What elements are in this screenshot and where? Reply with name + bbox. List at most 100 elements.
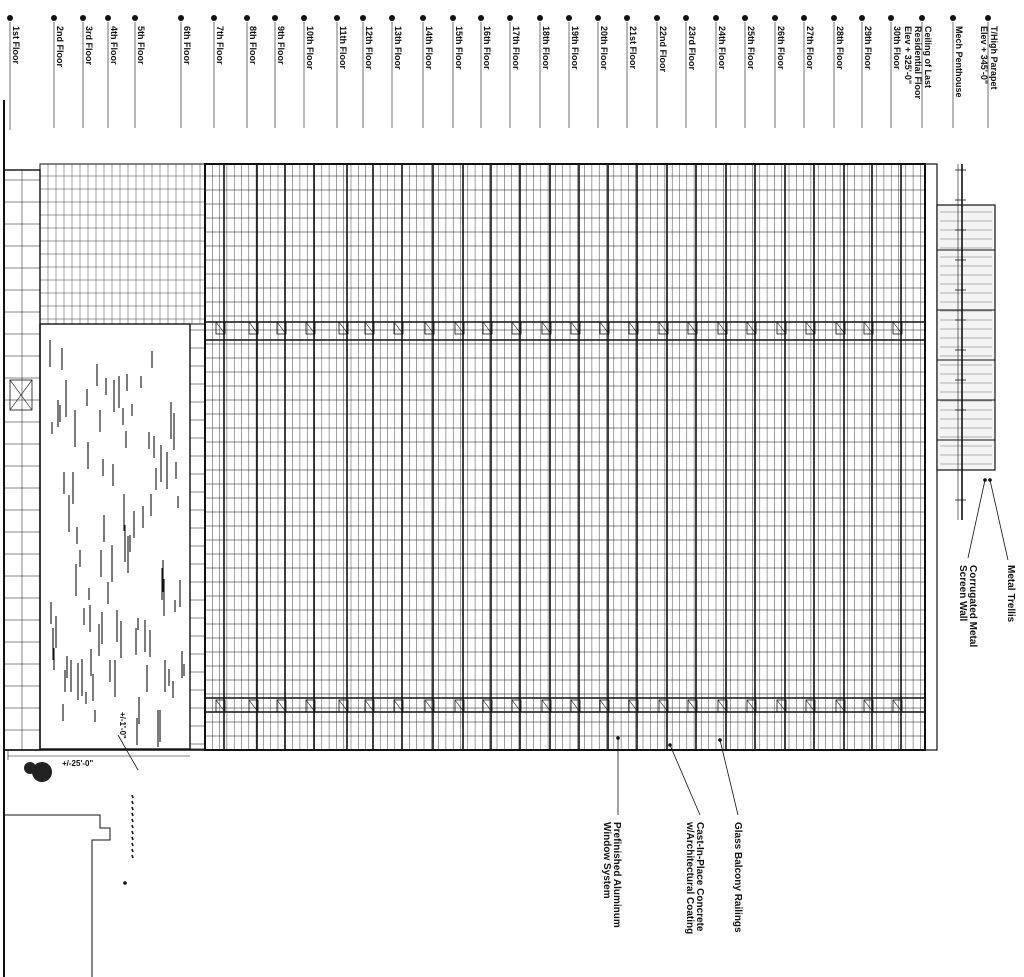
railing-hatch <box>892 699 903 713</box>
podium-facade <box>3 163 206 751</box>
railing-hatch <box>393 321 404 335</box>
level-label: 4th Floor <box>109 26 119 65</box>
balcony-railing <box>746 699 757 713</box>
railing-hatch <box>276 321 287 335</box>
callout-leader <box>967 479 986 559</box>
level-marker-dot <box>105 15 111 21</box>
balcony-railing <box>776 699 787 713</box>
ground-line <box>3 100 206 977</box>
level-label: 19th Floor <box>570 26 580 70</box>
railing-hatch <box>599 321 610 335</box>
level-label-text: 10th Floor <box>305 26 315 70</box>
level-label: 12th Floor <box>364 26 374 70</box>
level-label-text: 7th Floor <box>215 26 225 65</box>
level-marker-dot <box>244 15 250 21</box>
balcony-railing <box>746 321 757 335</box>
level-label: 27th Floor <box>805 26 815 70</box>
level-label-text: 8th Floor <box>248 26 258 65</box>
balcony-railing <box>805 321 816 335</box>
level-label: 7th Floor <box>215 26 225 65</box>
shrub-mark <box>131 842 134 847</box>
railing-hatch <box>892 321 903 335</box>
railing-hatch <box>717 699 728 713</box>
callout-balcony: Glass Balcony Railings <box>732 822 743 933</box>
level-marker-dot <box>178 15 184 21</box>
tree-symbol <box>24 762 36 774</box>
level-label-text: Residential Floor <box>913 26 923 100</box>
railing-hatch <box>776 699 787 713</box>
railing-hatch <box>805 699 816 713</box>
level-label: Mech Penthouse <box>954 26 964 98</box>
railing-hatch <box>248 321 259 335</box>
level-label-text: 27th Floor <box>805 26 815 70</box>
level-label: 17th Floor <box>511 26 521 70</box>
railing-hatch <box>482 321 493 335</box>
level-label-text: 23rd Floor <box>687 26 697 71</box>
shrub-mark <box>131 812 134 817</box>
level-label: 22nd Floor <box>658 26 668 72</box>
shrub-mark <box>131 824 134 829</box>
railing-hatch <box>364 699 375 713</box>
level-marker-dot <box>7 15 13 21</box>
railing-hatch <box>248 699 259 713</box>
railing-hatch <box>570 321 581 335</box>
level-marker-dot <box>334 15 340 21</box>
balcony-railing <box>424 321 435 335</box>
level-label-text: T/High Parapet <box>989 26 999 90</box>
tower-facade <box>204 163 926 751</box>
callout-arrowhead <box>718 738 722 742</box>
level-label-text: 28th Floor <box>835 26 845 70</box>
railing-hatch <box>305 699 316 713</box>
balcony-railing <box>892 321 903 335</box>
dimensions: +/-25'-0"+/-1'-0" <box>7 712 190 771</box>
balcony-railing <box>628 699 639 713</box>
level-label-text: 9th Floor <box>276 26 286 65</box>
balcony-railing <box>482 321 493 335</box>
shrub-mark <box>131 806 134 811</box>
level-label-text: 3rd Floor <box>84 26 94 65</box>
callout-trellis: Metal Trellis <box>1005 565 1016 623</box>
railing-hatch <box>570 699 581 713</box>
railing-hatch <box>658 699 669 713</box>
balcony-railing <box>541 321 552 335</box>
balcony-railing <box>305 699 316 713</box>
level-label: 2nd Floor <box>55 26 65 67</box>
railing-hatch <box>276 699 287 713</box>
level-marker-dot <box>507 15 513 21</box>
balcony-railing <box>454 699 465 713</box>
balcony-railing <box>658 699 669 713</box>
podium-grid-zone <box>39 163 206 325</box>
railing-hatch <box>511 699 522 713</box>
level-label: 1st Floor <box>11 26 21 65</box>
level-label: 14th Floor <box>424 26 434 70</box>
roof-parapet <box>924 163 938 751</box>
site-wall <box>4 814 111 977</box>
balcony-railing <box>835 321 846 335</box>
level-marker-dot <box>831 15 837 21</box>
callout-arrowhead <box>668 743 672 747</box>
balcony-railing <box>687 321 698 335</box>
balcony-railing <box>276 699 287 713</box>
level-marker-dot <box>985 15 991 21</box>
level-marker-dot <box>566 15 572 21</box>
callout-arrowhead <box>983 478 987 482</box>
level-label-text: 18th Floor <box>541 26 551 70</box>
railing-hatch <box>541 321 552 335</box>
site-point <box>123 881 127 885</box>
level-marker-dot <box>713 15 719 21</box>
balcony-railing <box>687 699 698 713</box>
level-label: 6th Floor <box>182 26 192 65</box>
level-label: 24th Floor <box>717 26 727 70</box>
balcony-railing <box>570 699 581 713</box>
railing-hatch <box>628 699 639 713</box>
level-marker-dot <box>389 15 395 21</box>
level-label-text: 30th Floor <box>892 26 902 70</box>
callout-trellis-text: Metal Trellis <box>1005 565 1016 623</box>
level-label-text: 17th Floor <box>511 26 521 70</box>
